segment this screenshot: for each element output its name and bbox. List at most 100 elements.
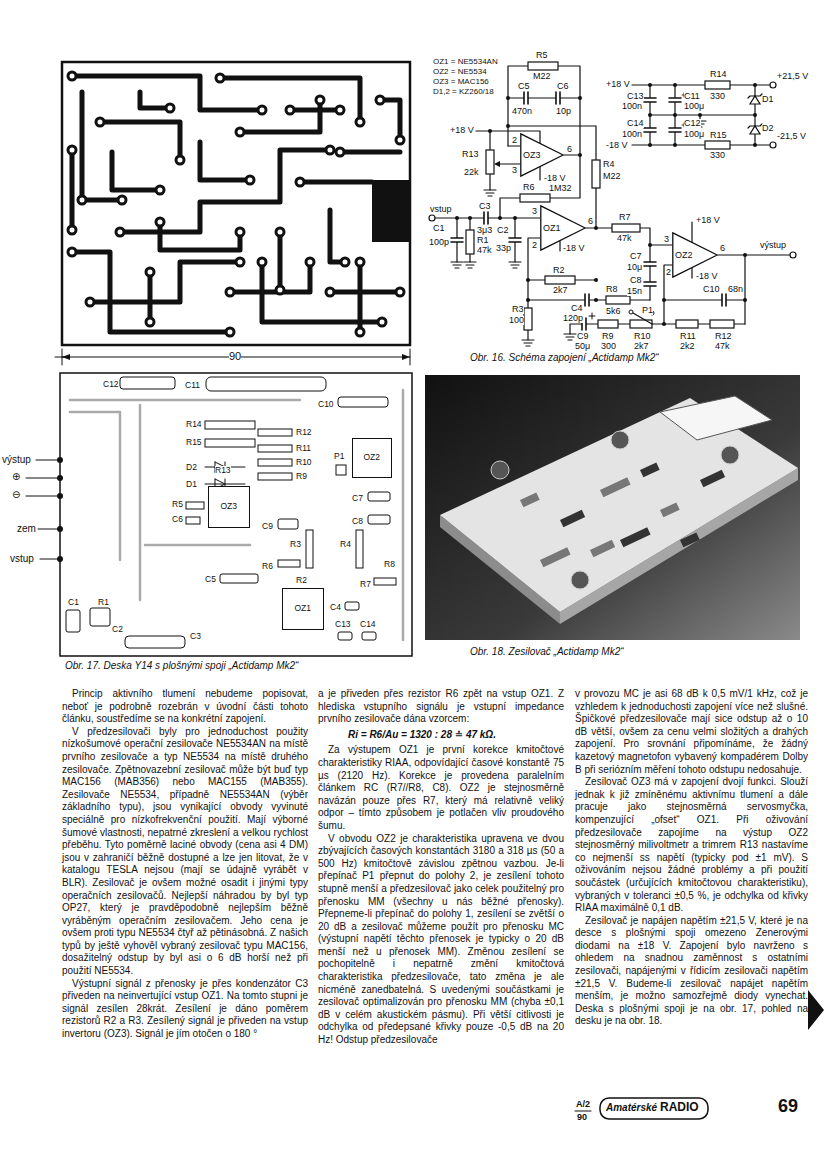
capacitor-symbol xyxy=(669,98,681,102)
photo xyxy=(425,375,800,640)
solder-pad xyxy=(146,318,154,326)
part-label: -18 V xyxy=(606,141,628,150)
solder-pad xyxy=(356,328,364,336)
resistor-symbol xyxy=(705,141,730,149)
capacitor-body xyxy=(125,636,185,648)
junction-dot xyxy=(455,216,459,220)
part-label: R14 xyxy=(186,420,202,429)
wire xyxy=(508,145,520,146)
wire xyxy=(508,66,580,155)
part-label: 33p xyxy=(496,244,511,253)
pcb-foil xyxy=(62,62,410,345)
solder-pad xyxy=(326,288,334,296)
solder-pad xyxy=(378,318,386,326)
ground-symbol xyxy=(484,190,496,196)
switch-contact xyxy=(629,310,633,314)
solder-pad xyxy=(316,96,324,104)
arrowhead xyxy=(402,354,410,360)
capacitor-symbol xyxy=(722,294,726,306)
solder-pad xyxy=(258,258,266,266)
part-label: D2 xyxy=(762,124,774,133)
junction-dot xyxy=(743,253,747,257)
wire xyxy=(300,180,372,185)
wire xyxy=(70,412,120,560)
ic-name: OZ3 xyxy=(523,151,541,160)
wire xyxy=(744,255,745,324)
part-label: D1 xyxy=(762,95,774,104)
part-label: R13 xyxy=(462,150,479,159)
junction-dot xyxy=(578,153,582,157)
part-label: R2 xyxy=(553,266,565,275)
ground-symbol xyxy=(464,262,476,268)
part-label: +18 V xyxy=(450,126,474,135)
junction-dot xyxy=(513,216,517,220)
magazine-logo: Amatérské xyxy=(606,1103,657,1113)
junction-dot xyxy=(526,278,530,282)
solder-pad xyxy=(68,248,76,256)
part-label: R9 xyxy=(296,472,307,481)
part-label: 100p xyxy=(429,238,449,247)
part-label: +21,5 V xyxy=(777,72,808,81)
wire xyxy=(691,222,692,242)
electrolytic-photo xyxy=(571,571,589,589)
part-label: 330 xyxy=(710,151,725,160)
wire xyxy=(508,97,580,98)
formula: Ri = R6/Au = 1320 : 28 ≐ 47 kΩ. xyxy=(318,729,564,742)
resistor-symbol xyxy=(598,320,618,328)
parts-list: OZ1 = NE5534AN xyxy=(433,58,498,66)
junction-dot xyxy=(468,216,472,220)
solder-pad xyxy=(96,118,104,126)
electrolytic-photo xyxy=(721,446,739,464)
capacitor-symbol xyxy=(644,98,656,102)
parts-list: OZ3 = MAC156 xyxy=(433,78,489,86)
solder-pad xyxy=(306,258,314,266)
solder-pad xyxy=(86,298,94,306)
capacitor-body xyxy=(368,492,390,501)
part-label: 6 xyxy=(588,217,593,226)
ic-name: OZ1 xyxy=(294,604,311,613)
part-label: R6 xyxy=(262,562,273,571)
solder-pad xyxy=(176,156,184,164)
arrowhead xyxy=(62,354,70,360)
solder-pad xyxy=(226,328,234,336)
wire xyxy=(650,114,755,115)
opamp-triangle xyxy=(521,134,563,176)
dimension xyxy=(55,349,410,365)
capacitor-symbol xyxy=(556,92,560,104)
part-label: C3 xyxy=(479,202,491,211)
wire xyxy=(632,144,770,145)
trimmer-body xyxy=(90,608,110,626)
part-label: C7 xyxy=(630,252,642,261)
part-label: 6 xyxy=(720,244,725,253)
junction-dot xyxy=(506,124,510,128)
part-label: 15n xyxy=(627,287,642,296)
terminal xyxy=(770,142,776,148)
part-label: C12 xyxy=(103,380,119,389)
ic-name: OZ2 xyxy=(363,453,380,462)
board-outline xyxy=(60,373,412,656)
solder-pad xyxy=(376,96,384,104)
figure-caption: Obr. 17. Deska Y14 s plošnými spoji „Act… xyxy=(65,661,298,671)
part-label: 330 xyxy=(710,92,725,101)
dimension-line xyxy=(55,349,410,365)
part-label: C2 xyxy=(112,625,123,634)
part-label: R6 xyxy=(523,183,535,192)
wire xyxy=(499,163,520,164)
solder-pad xyxy=(276,228,284,236)
junction-dot xyxy=(578,96,582,100)
junction-dot xyxy=(594,298,598,302)
opamp-triangle xyxy=(673,233,717,277)
part-label: R1 xyxy=(98,598,109,607)
part-label: 2 xyxy=(512,136,517,145)
solder-pad xyxy=(226,288,234,296)
part-label: C10 xyxy=(318,400,334,409)
part-label: R7 xyxy=(619,213,631,222)
wire xyxy=(586,228,650,300)
component-photo xyxy=(520,492,540,507)
capacitor-body xyxy=(338,397,388,407)
part-label: 470n xyxy=(512,107,532,116)
wire xyxy=(70,399,300,402)
part-label: 68n xyxy=(728,285,743,294)
part-label: 2k2 xyxy=(680,342,695,351)
wire xyxy=(200,142,250,180)
